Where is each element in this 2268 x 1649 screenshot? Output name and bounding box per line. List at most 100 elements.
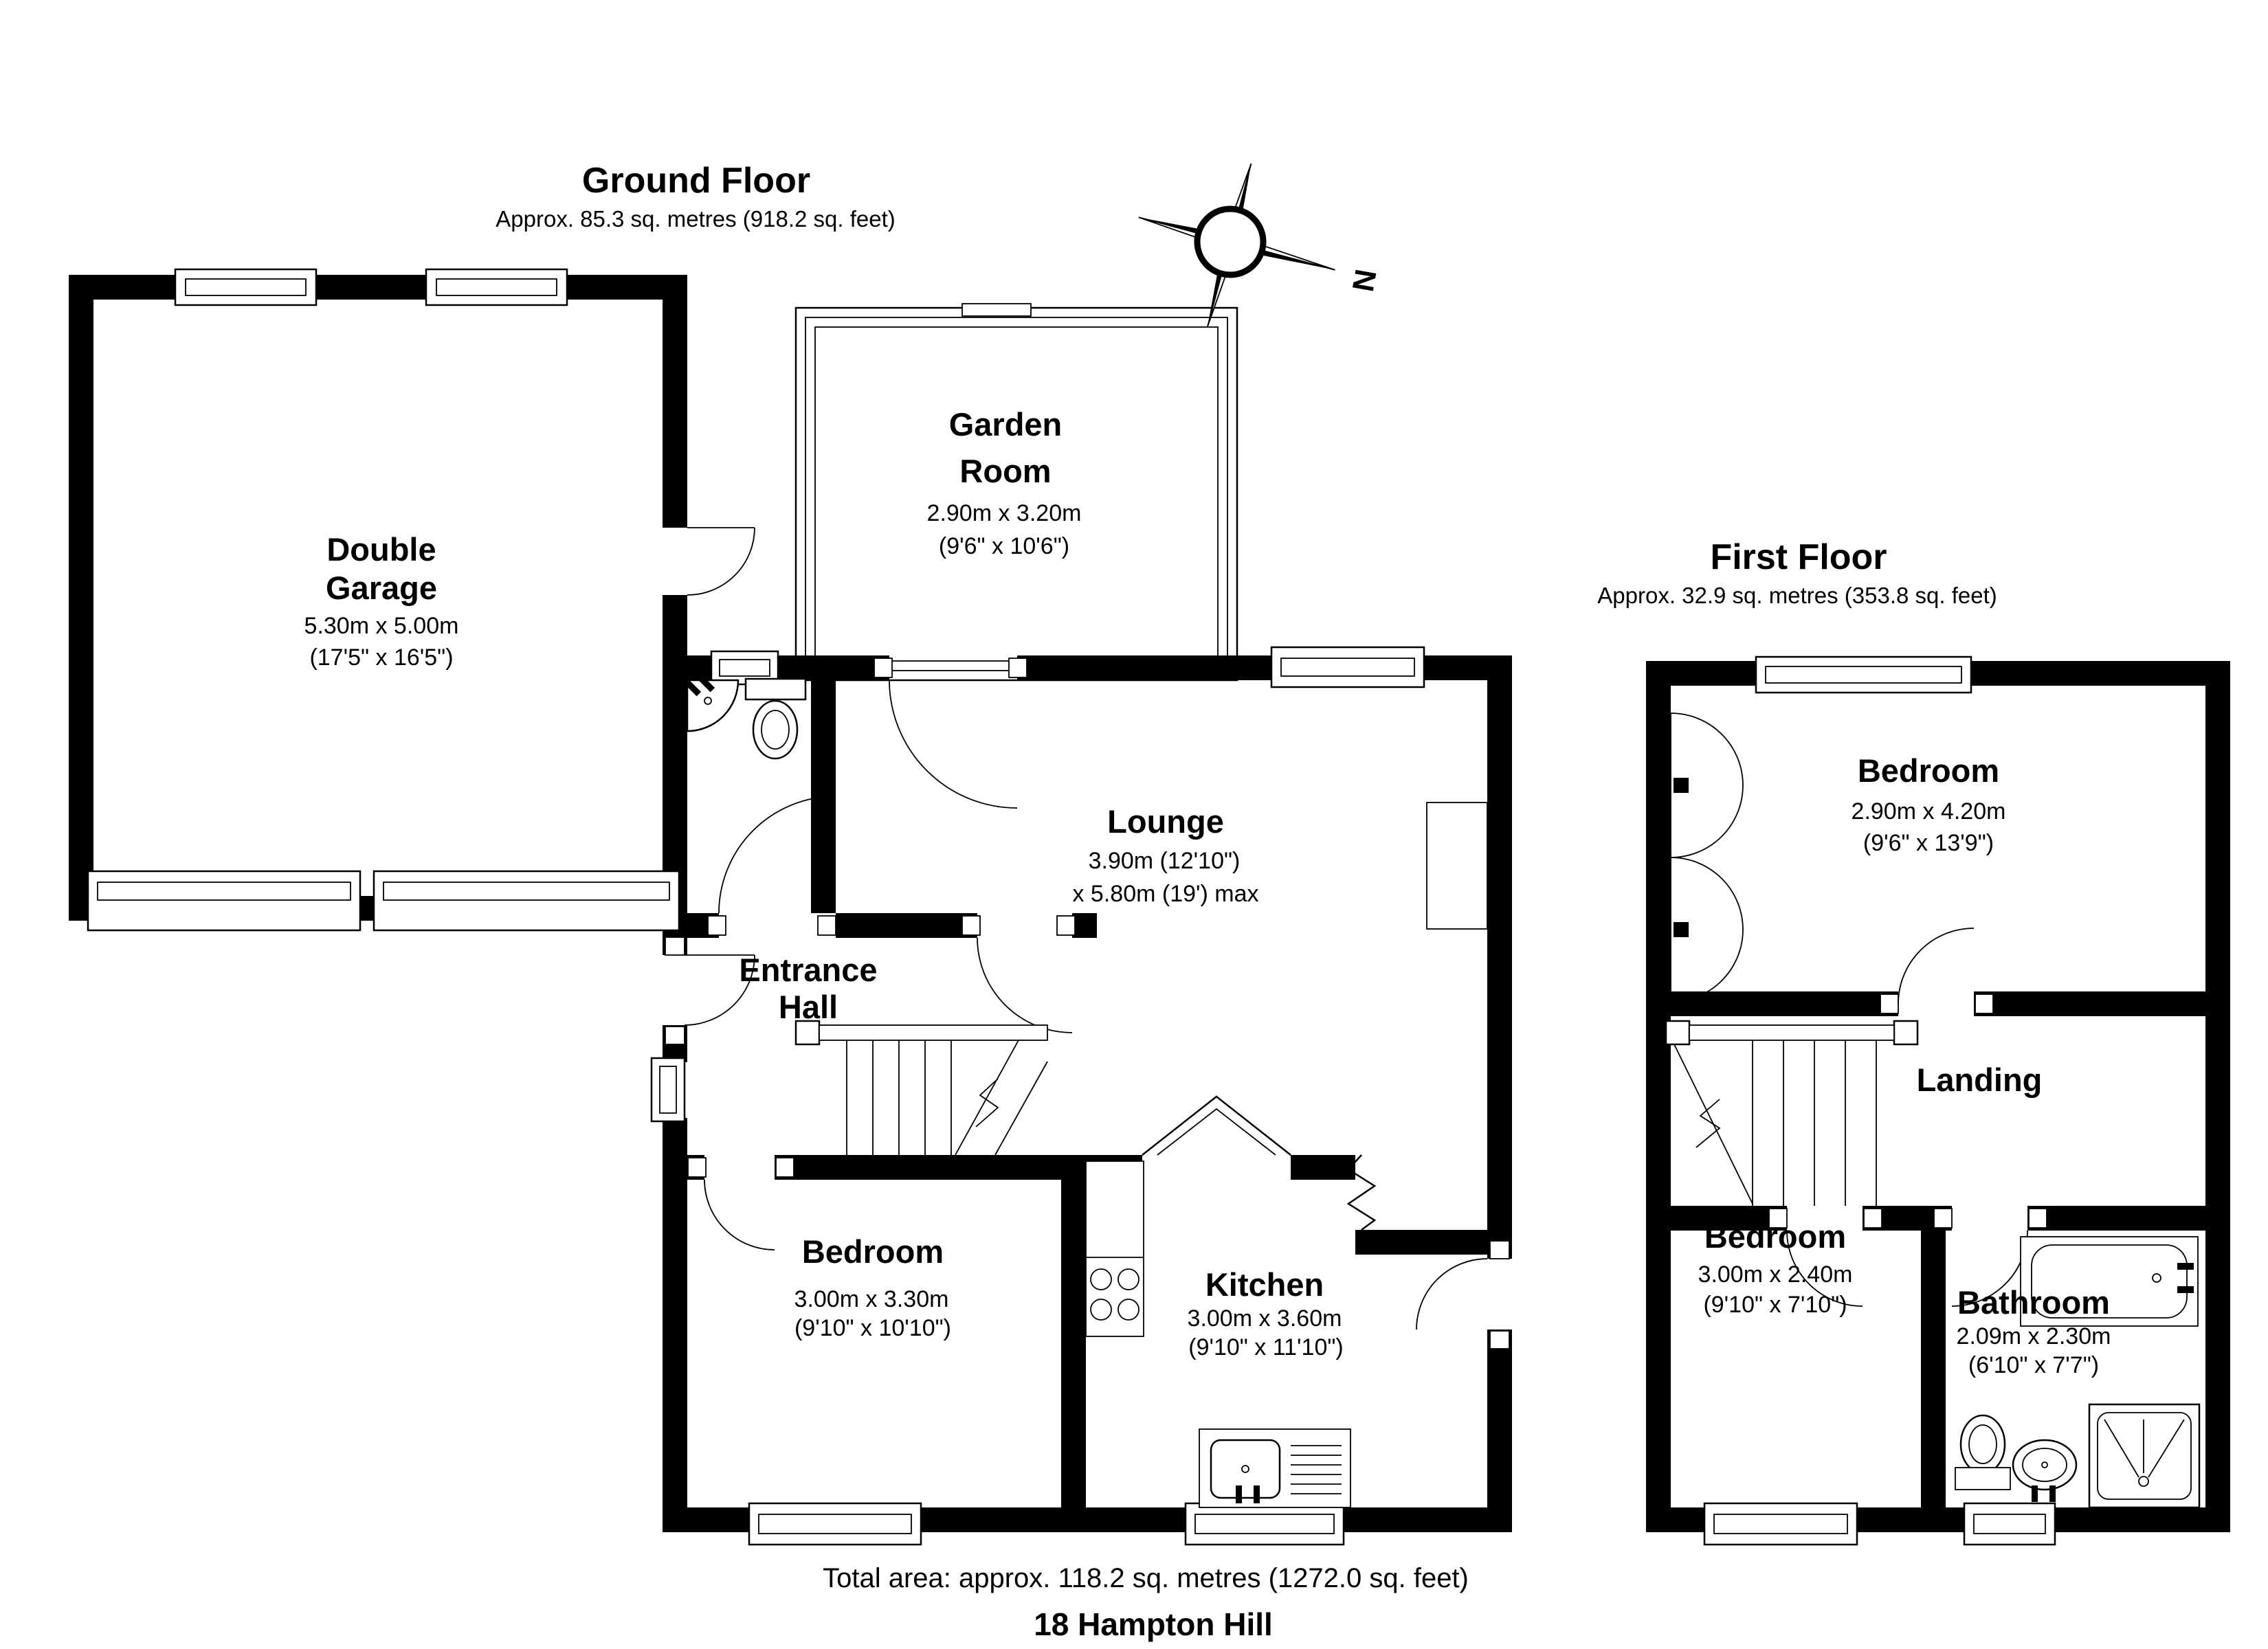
wardrobe-door-arc [1670,713,1744,786]
ff-wall-bottom-c [2055,1507,2230,1532]
stair-newel [1665,1020,1691,1046]
kitchen-dim-metric: 3.00m x 3.60m [1188,1305,1342,1332]
garage-door-pier [360,896,374,921]
hob-ring [1118,1299,1139,1321]
first-floor-plan: Bedroom 2.90m x 4.20m (9'6" x 13'9") Lan… [1646,655,2230,1546]
ff-bedroom-window [1755,655,1972,694]
landing-label: Landing [1917,1062,2043,1098]
sink-tap [1236,1485,1242,1503]
garden-room-frame-inner [814,326,1219,662]
door-jamb [1008,658,1027,678]
bathroom-basin [2012,1439,2078,1491]
ground-floor-title: Ground Floor [582,161,810,201]
shower-mark [2148,1419,2185,1478]
house-wall-bottom-a [663,1507,749,1532]
entrance-hall-label-1: Entrance [739,952,877,988]
kitchen-fixtures [1085,1160,1351,1508]
ff-bedroom-rear-dim-imperial: (9'10" x 7'10") [1703,1292,1847,1318]
compass-rose: N [1138,163,1382,327]
garage-dim-metric: 5.30m x 5.00m [304,613,459,639]
window-glazing [1713,1514,1848,1534]
kitchen-arch-outer [1142,1095,1291,1156]
ff-bedroom-rear-label: Bedroom [1704,1218,1846,1255]
basin-tap [2049,1485,2056,1502]
shower-drain [2138,1476,2149,1487]
kitchen-window [1184,1502,1345,1546]
garage-wall-right-upper [663,275,687,528]
door-jamb [2028,1208,2047,1229]
garden-room-frame-mid [805,317,1228,671]
ff-bedroom-rear-window [1703,1502,1858,1546]
wc-door [718,796,836,914]
kitchen-wall-top-b [1291,1155,1355,1180]
garden-room-door [889,680,1018,809]
garage-door-1 [87,870,362,932]
ff-bathroom-window [1963,1502,2056,1546]
lounge-door [977,937,1073,1033]
ff-bedroom-rear-dim-metric: 3.00m x 2.40m [1698,1261,1853,1288]
kitchen-arch-inner [1157,1108,1276,1156]
bath-drain [2152,1273,2161,1283]
ff-wall-bottom-a [1646,1507,1704,1532]
ff-wardrobe [1670,713,1744,1002]
bedroom-wall-top-b [775,1155,1086,1180]
first-floor-windows [1703,655,2056,1546]
first-floor-labels: Bedroom 2.90m x 4.20m (9'6" x 13'9") Lan… [1698,752,2111,1378]
ff-bedroom-dim-metric: 2.90m x 4.20m [1852,798,2006,824]
window-glazing [1194,1514,1335,1534]
house-wall-right-lower [1487,1330,1512,1532]
first-floor-walls [1646,661,2230,1532]
shower-tray-inner [2097,1412,2192,1500]
door-jamb [665,936,685,956]
toilet-cistern [1955,1467,2011,1490]
plan-footer: Total area: approx. 118.2 sq. metres (12… [823,1563,1469,1642]
toilet-bowl [752,699,799,760]
bathroom-dim-metric: 2.09m x 2.30m [1957,1323,2111,1349]
ground-floor-windows [174,268,1425,1546]
basin-drain [2041,1461,2048,1468]
kitchen-counter [1085,1160,1144,1337]
ff-bedroom-wall-a [1646,991,1898,1016]
toilet-bowl [1959,1414,2006,1474]
toilet-bowl-inner [761,710,790,750]
garage-side-door [687,527,755,596]
stair-rail [1689,1024,1895,1041]
bath-tap [2177,1263,2194,1270]
house-wall-bottom-b [921,1507,1061,1532]
wardrobe-door-arc [1670,929,1744,1002]
ff-wall-bottom-b [1857,1507,1964,1532]
door-jamb [817,915,836,936]
basin-inner [2022,1448,2067,1482]
house-wall-top-b [1017,655,1271,680]
door-jamb [707,915,726,936]
garage-door-2 [373,870,680,932]
door-jamb [1768,1208,1788,1229]
shower-tray [2088,1403,2201,1509]
garage-door-2-panel [383,882,670,901]
sink-tap [1254,1485,1260,1503]
bath-tub [2031,1244,2188,1319]
ground-floor-subtitle: Approx. 85.3 sq. metres (918.2 sq. feet) [496,206,895,232]
wall-break-zigzag [1346,1154,1377,1231]
ground-floor-doors [684,527,1488,1330]
first-floor-title: First Floor [1710,537,1887,577]
ff-bedroom-wall-b [1974,991,2230,1016]
hob-ring [1118,1268,1139,1290]
window-glazing [185,278,307,296]
window-glazing [436,278,557,296]
garden-room-structure [794,303,1238,682]
basin-tap [2032,1485,2038,1502]
basin-drain [704,697,712,705]
window-glazing [1973,1514,2046,1534]
lounge-dim-metric: 3.90m (12'10") [1089,848,1241,874]
lounge-label: Lounge [1107,803,1224,840]
door-jamb [1880,994,1899,1014]
hall-wall-b [836,913,977,938]
door-jamb [1489,1240,1510,1259]
door-jamb [775,1157,794,1178]
ff-bedroom-label: Bedroom [1858,752,1999,789]
bedroom-gf-label: Bedroom [802,1233,944,1270]
garage-window-1 [174,268,318,306]
basin-tap [685,680,702,697]
